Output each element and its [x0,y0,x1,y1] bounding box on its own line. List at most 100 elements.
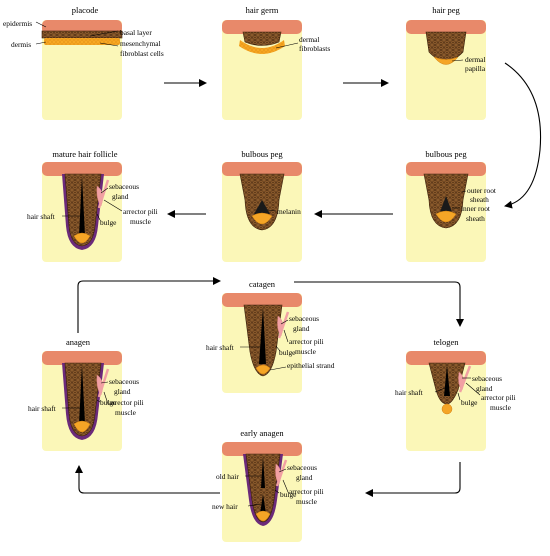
hair-germ-bud [242,31,282,46]
cycle-arrows [75,62,542,497]
label-bulge: bulge [100,398,117,407]
leader-arrector [103,199,123,212]
melanin [254,200,270,214]
epidermis-band [406,351,486,365]
leader-epithelial-strand [269,366,287,371]
leader-arrector [103,391,109,405]
label-dermal-1: dermal [465,55,486,64]
leader-bulge [96,213,101,221]
label-sebaceous-2: gland [114,387,131,396]
labels: placode epidermis dermis basal layer mes… [3,5,516,511]
label-bulge: bulge [100,218,117,227]
arrector-pili-muscle [97,179,110,209]
stage-title-mature: mature hair follicle [52,149,117,159]
label-sebaceous-1: sebaceous [109,377,139,386]
stage-title-bulbous-peg-mid: bulbous peg [241,149,283,159]
arrow-early-anagen-to-anagen [75,465,220,494]
epidermis-band [406,20,486,34]
dermal-papilla [435,210,457,223]
dermal-papilla [433,56,459,65]
stage-title-early-anagen: early anagen [240,428,284,438]
label-sebaceous-1: sebaceous [287,463,317,472]
label-bulge: bulge [280,490,297,499]
leader-hair-shaft [434,387,446,393]
label-arrector-1: arrector pili [289,337,324,346]
leader-arrector [283,329,289,343]
leader-mesenchymal [99,42,119,47]
label-epithelial-strand: epithelial strand [287,361,335,370]
hair-shaft [444,365,450,396]
label-sebaceous-2: gland [293,324,310,333]
leader-melanin [267,209,277,212]
label-epidermis: epidermis [3,19,32,28]
label-arrector-1: arrector pili [123,207,158,216]
dermal-papilla [251,212,273,225]
leader-dermis [35,41,47,45]
leader-new-hair [247,503,262,507]
hair-shaft [79,176,85,236]
panel-hair-peg [406,20,486,120]
dermis-tile [406,20,486,120]
leader-basal-layer [89,30,119,37]
dermal-papilla [255,510,271,522]
hair-shaft [259,307,266,364]
label-mesenchymal-1: mesenchymal [120,39,161,48]
label-dermal-1: dermal [299,35,320,44]
label-arrector-2: muscle [490,403,512,412]
label-dermal-2: fibroblasts [299,44,330,53]
label-sebaceous-1: sebaceous [109,182,139,191]
epithelial-strand [255,364,271,375]
label-bulge: bulge [461,398,478,407]
epidermis-band [42,351,122,365]
label-hair-shaft: hair shaft [27,212,56,221]
label-hair-shaft: hair shaft [28,404,57,413]
label-sebaceous-1: sebaceous [289,314,319,323]
label-mesenchymal-2: fibroblast cells [120,49,164,58]
arrector-pili-muscle [275,459,288,487]
label-basal-layer: basal layer [120,28,152,37]
label-old-hair: old hair [216,472,239,481]
label-arrector-2: muscle [130,217,152,226]
stage-title-telogen: telogen [433,337,459,347]
epidermis-band [42,20,122,34]
dermal-papilla [73,420,91,433]
leader-sebaceous [100,381,109,384]
leader-outer-root-sheath [461,190,467,193]
label-arrector-2: muscle [296,497,318,506]
stage-title-bulbous-peg-right: bulbous peg [425,149,467,159]
arrow-hair-peg-to-bulbous-peg [504,62,542,209]
leader-bulge [275,345,281,352]
leader-bulge [96,399,101,403]
dermal-fibroblasts [239,40,285,54]
hair-germ-structure [239,31,285,54]
basal-layer [41,30,123,39]
label-melanin: melanin [277,207,301,216]
leader-arrector [465,382,481,396]
arrector-pili-muscle [97,368,110,398]
arrow-anagen-to-catagen [77,277,221,333]
label-dermis: dermis [11,40,31,49]
dermal-papilla [441,403,453,415]
old-hair [261,456,265,488]
hair-peg-structure [425,31,467,65]
label-hair-shaft: hair shaft [206,343,235,352]
mature-follicle-structure [62,173,110,250]
label-sebaceous-1: sebaceous [472,374,502,383]
inner-root-sheath [440,196,452,212]
stage-title-hair-peg: hair peg [432,5,460,15]
label-papilla-2: papilla [465,64,486,73]
label-bulge: bulge [279,348,296,357]
new-hair [260,494,266,514]
label-arrector-1: arrector pili [481,393,516,402]
dermal-papilla [73,232,91,244]
arrector-pili-muscle [458,365,472,393]
label-arrector-1: arrector pili [289,487,324,496]
label-outer-root-2: sheath [470,195,489,204]
stage-title-placode: placode [72,5,99,15]
label-arrector-2: muscle [115,408,137,417]
hair-shaft [79,365,85,424]
label-new-hair: new hair [212,502,238,511]
anagen-structure [62,362,110,440]
